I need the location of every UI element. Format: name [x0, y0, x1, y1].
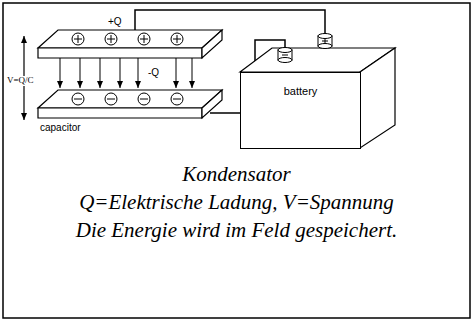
caption-line: Q=Elektrische Ladung, V=Spannung: [10, 190, 463, 215]
part-label: -Q: [147, 67, 160, 78]
bottom-plate: [38, 90, 222, 118]
battery-label: battery: [241, 85, 360, 97]
part-label: V=Q/C: [6, 76, 35, 86]
field-lines: [60, 58, 192, 88]
voltage-arrow: [23, 36, 24, 48]
frame: [3, 3, 470, 318]
plus-charges: [72, 33, 183, 45]
battery-body: [240, 48, 395, 148]
battery-terminals: [278, 34, 332, 63]
part-label: capacitor: [40, 122, 81, 133]
minus-charges: [72, 93, 183, 105]
caption-line: Die Energie wird im Feld gespeichert.: [10, 218, 463, 243]
part-label: +Q: [108, 16, 122, 27]
caption: Kondensator: [10, 162, 463, 187]
top-plate: [38, 30, 222, 58]
battery-box: battery: [240, 72, 361, 149]
